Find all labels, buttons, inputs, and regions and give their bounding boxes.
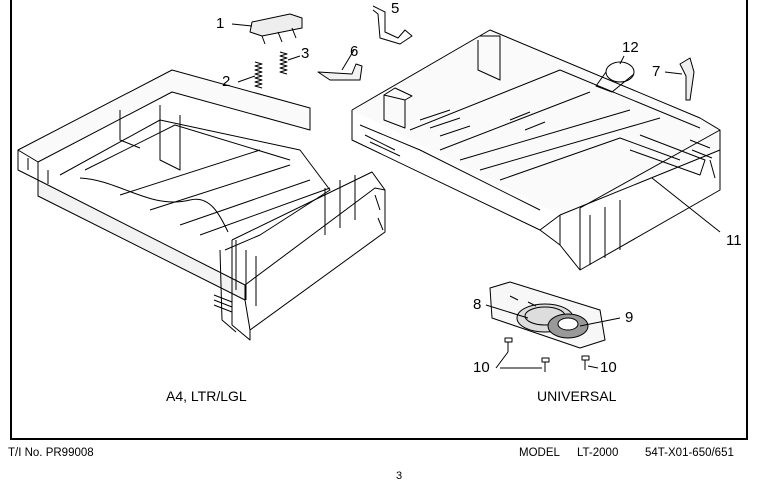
part-code: 54T-X01-650/651	[645, 447, 734, 459]
callout-10-left: 10	[473, 359, 490, 376]
leader-lines	[231, 23, 721, 369]
drawing-frame	[10, 0, 748, 440]
callout-9: 9	[625, 309, 634, 326]
callout-1: 1	[216, 15, 225, 32]
model-label: MODEL	[519, 447, 560, 459]
model-value: LT-2000	[577, 447, 619, 459]
part-5-lever	[372, 5, 413, 45]
screws	[504, 337, 590, 372]
callout-11: 11	[726, 232, 742, 249]
part-12-roller	[595, 61, 635, 93]
callout-7: 7	[652, 63, 661, 80]
callout-10-right: 10	[600, 359, 617, 376]
part-6-bracket	[317, 63, 363, 81]
part-7-pin	[679, 57, 695, 101]
left-paper-tray	[17, 69, 386, 341]
caption-a4-ltr-lgl: A4, LTR/LGL	[166, 388, 247, 404]
callout-2: 2	[222, 73, 231, 90]
part-3-spring	[279, 51, 288, 75]
callout-3: 3	[301, 45, 310, 62]
callout-8: 8	[473, 296, 482, 313]
page-number: 3	[396, 470, 403, 482]
part-1-latch	[249, 13, 303, 45]
caption-universal: UNIVERSAL	[537, 388, 617, 404]
right-paper-tray	[351, 29, 721, 271]
ti-number: T/I No. PR99008	[8, 447, 94, 459]
callout-6: 6	[350, 43, 359, 60]
callout-5: 5	[391, 0, 400, 17]
callout-12: 12	[622, 39, 639, 56]
part-2-spring	[254, 61, 263, 89]
drive-unit	[489, 281, 606, 349]
